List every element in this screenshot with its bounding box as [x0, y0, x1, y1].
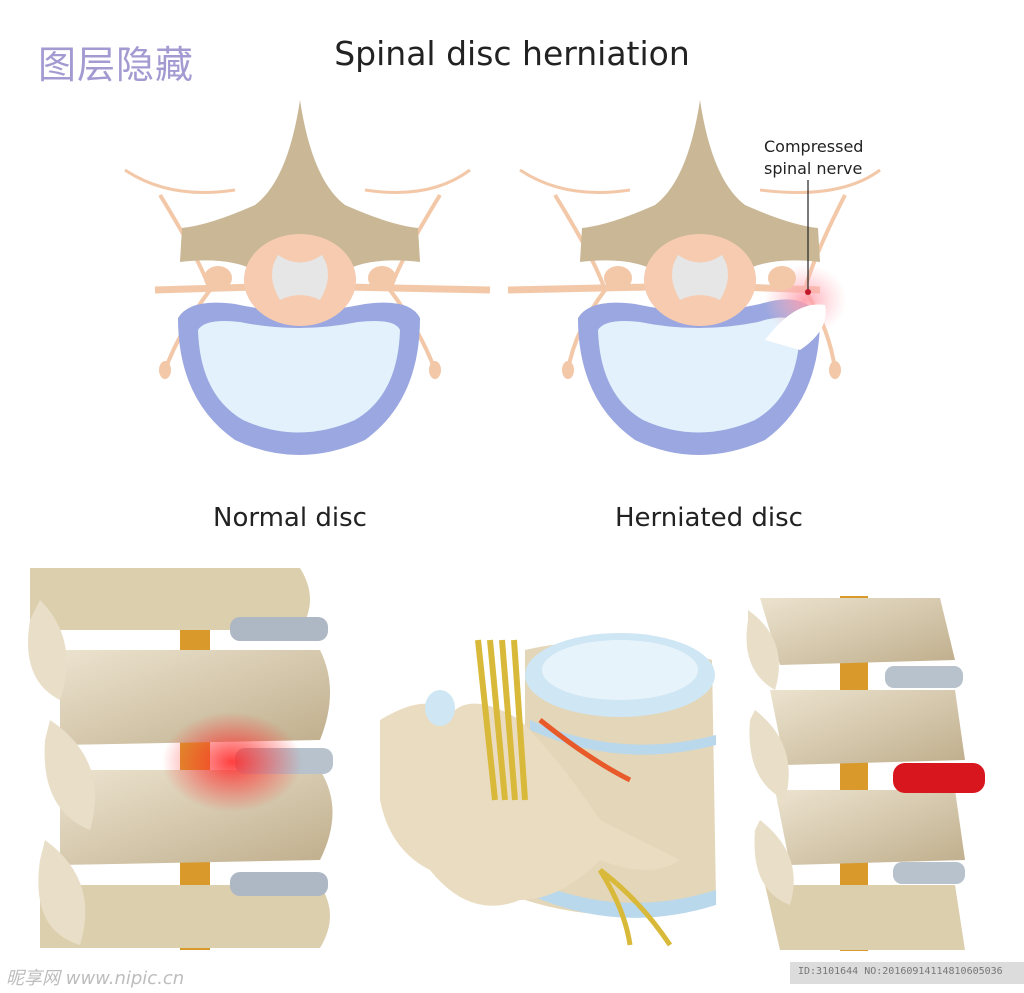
normal-disc-illustration — [124, 100, 491, 455]
spine-side-view-right — [746, 596, 985, 951]
herniated-disc-illustration — [507, 100, 881, 455]
footer-id-bar — [790, 962, 1024, 984]
image-id-text: ID:3101644 NO:20160914114810605036 — [798, 966, 1003, 977]
herniated-disc-caption: Herniated disc — [615, 503, 803, 533]
normal-disc-caption: Normal disc — [213, 503, 367, 533]
annotation-line-1: Compressed — [764, 137, 864, 156]
vertebra-3d-view — [380, 633, 716, 947]
compressed-nerve-annotation: Compressed spinal nerve — [764, 136, 863, 180]
spine-side-view-left — [28, 568, 333, 950]
diagram-title: Spinal disc herniation — [334, 34, 690, 73]
site-watermark: 昵享网 www.nipic.cn — [6, 968, 185, 989]
watermark-text: 图层隐藏 — [38, 43, 195, 87]
annotation-line-2: spinal nerve — [764, 159, 863, 178]
